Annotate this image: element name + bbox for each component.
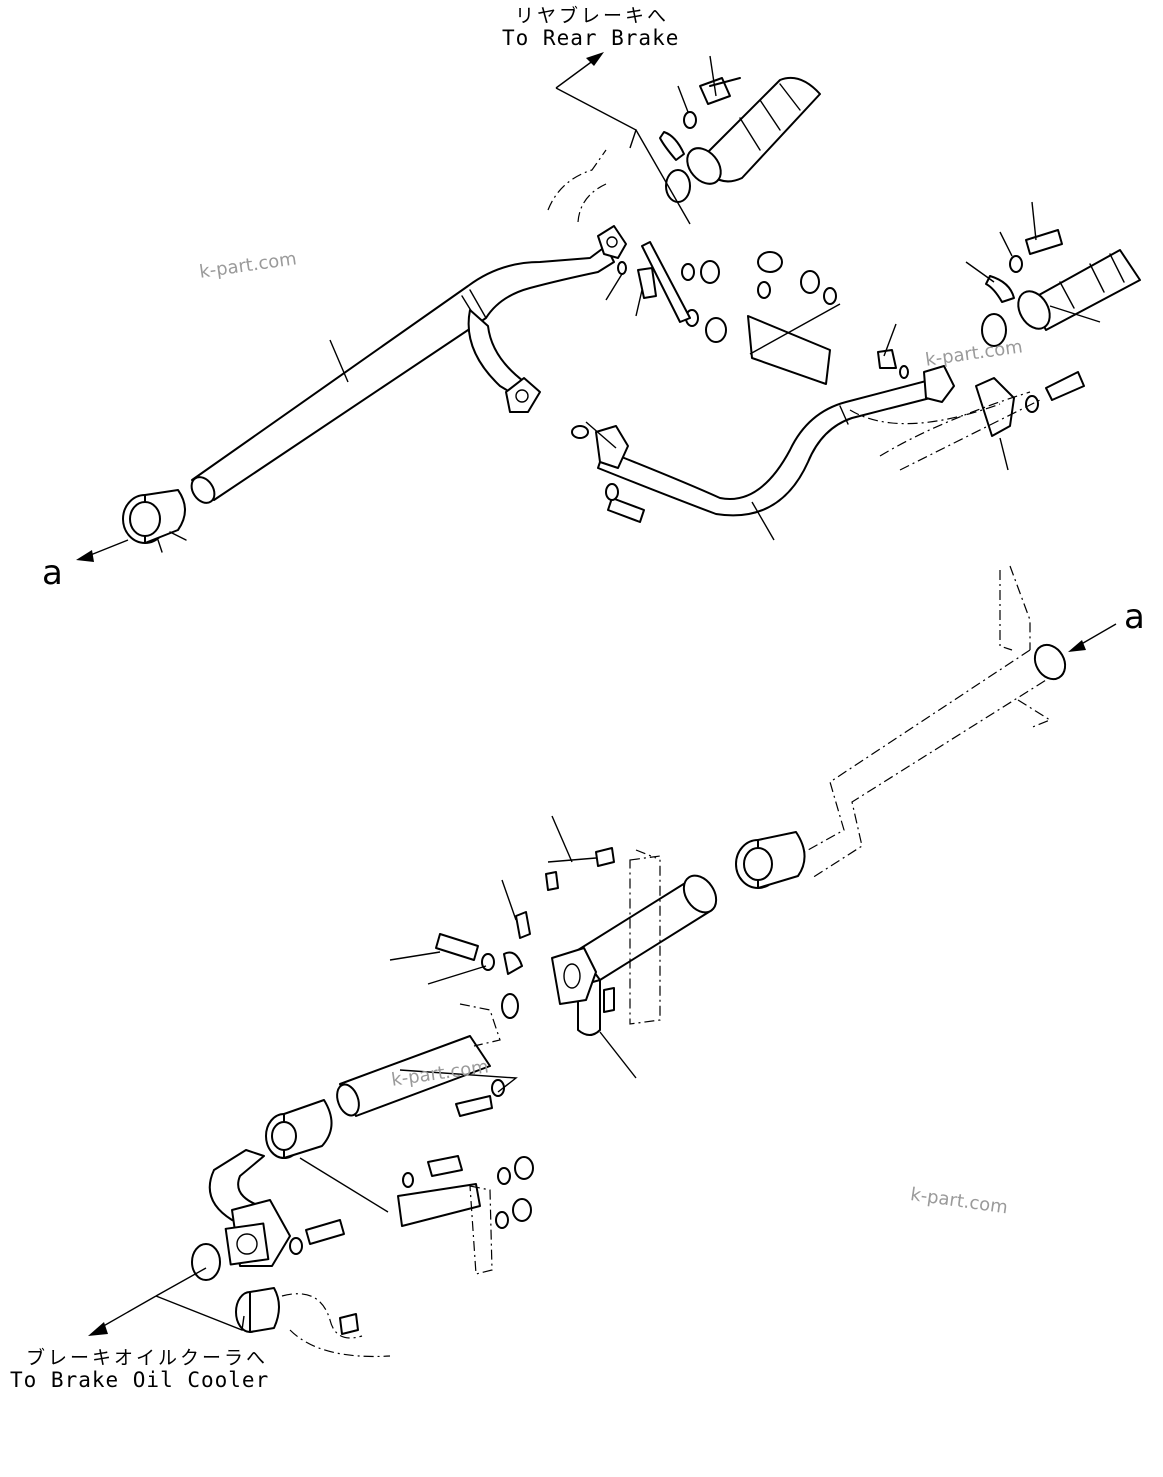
hardware-lower-center [435,847,615,1019]
tee-pipe [551,874,718,1036]
bottom-coupling [235,1287,391,1358]
leader-lines-upper [329,55,1101,541]
hardware-upper [571,77,1085,523]
arrow-oil-cooler [88,1295,157,1336]
arrow-a-lower [1068,623,1117,652]
right-pipe-upper [595,365,955,517]
hose-top [686,76,821,185]
oil-cooler-label-jp: ブレーキオイルクーラへ [26,1347,269,1369]
coupling-lower-left [265,1099,333,1159]
leader-lines-lower [155,815,637,1331]
bracket-plate-lower [629,849,661,1025]
arrow-a-upper [76,539,129,562]
upper-flange [597,225,627,259]
rear-brake-label-jp: リヤブレーキへ [515,5,670,27]
elbow-lower-left [191,1149,345,1281]
coupling-upper-left [122,489,187,553]
lower-bracket [397,1155,534,1275]
rear-brake-label-en: To Rear Brake [502,26,680,50]
lower-left-pipe [336,1003,505,1117]
main-pipe-upper [190,245,615,504]
phantom-lines-upper [547,149,1041,471]
coupling-lower-right [735,831,806,889]
reference-a-left: a [42,553,63,593]
branch-pipe-upper [467,309,541,413]
oil-cooler-label-en: To Brake Oil Cooler [10,1368,270,1392]
pipe-end-lower-right [1033,643,1067,681]
phantom-pipe-lower [789,565,1063,879]
hose-right [1017,249,1141,331]
reference-a-right: a [1124,597,1145,637]
arrow-rear-brake [555,52,604,89]
